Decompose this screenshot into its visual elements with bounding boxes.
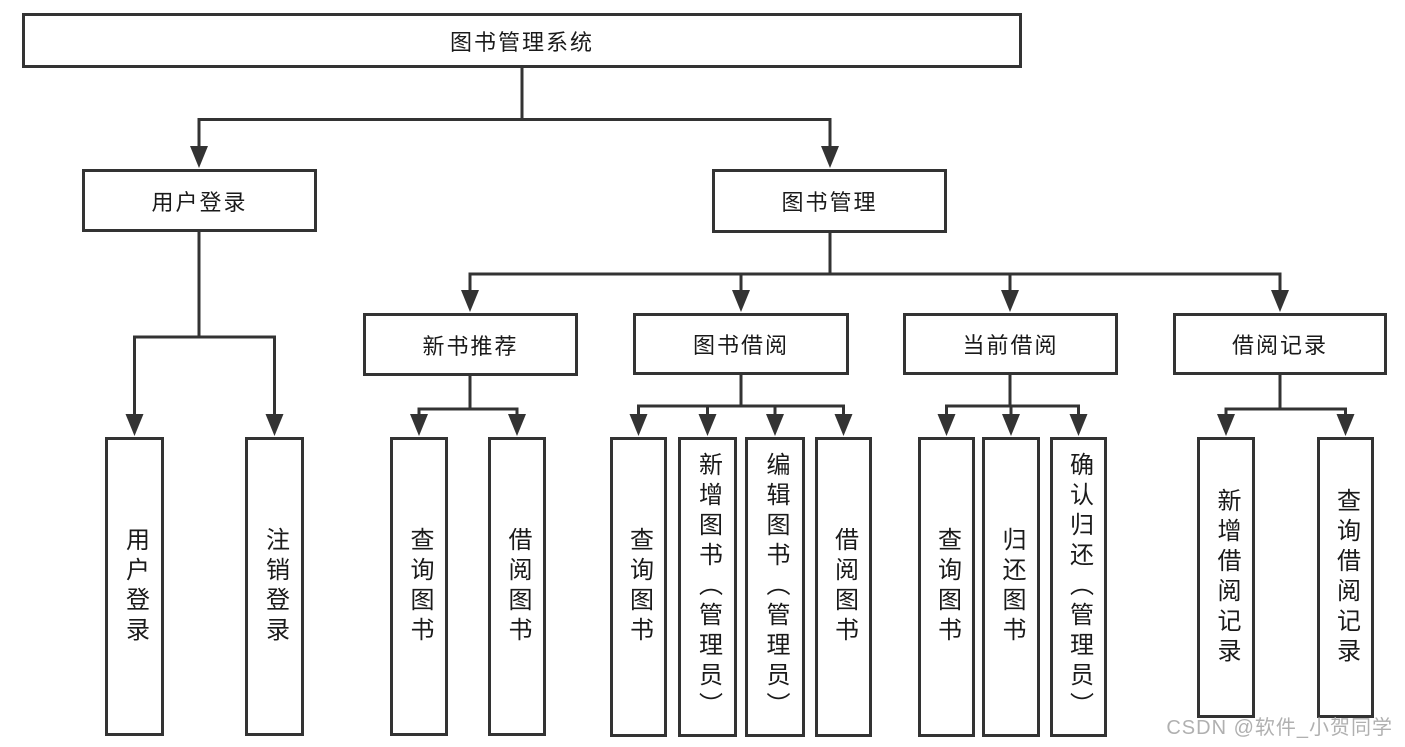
node-label: 借阅图书	[830, 527, 858, 647]
node-borrowing-records: 借阅记录	[1173, 313, 1387, 375]
node-label: 新增借阅记录	[1213, 487, 1240, 668]
node-leaf-borrow-books: 借阅图书	[815, 437, 872, 737]
node-leaf-query-books: 查询图书	[390, 437, 448, 736]
node-label: 新增图书（管理员）	[694, 452, 722, 722]
connector-root-split	[190, 68, 839, 168]
node-label: 注销登录	[261, 526, 289, 647]
node-leaf-return-books: 归还图书	[982, 437, 1040, 737]
node-leaf-add-borrow-record: 新增借阅记录	[1197, 437, 1255, 718]
node-label: 借阅记录	[1231, 333, 1328, 358]
node-current-borrowing: 当前借阅	[903, 313, 1118, 375]
connector-borrow-records-split	[1217, 375, 1355, 436]
node-label: 确认归还（管理员）	[1065, 452, 1093, 722]
connector-book-mgmt-split	[461, 233, 1289, 312]
node-label: 查询图书	[406, 526, 433, 647]
node-book-borrowing: 图书借阅	[633, 313, 849, 375]
csdn-watermark: CSDN @软件_小贺同学	[1166, 717, 1393, 739]
node-library-system: 图书管理系统	[22, 13, 1022, 68]
connector-current-borrow-split	[937, 375, 1088, 436]
node-new-book-recommend: 新书推荐	[363, 313, 578, 376]
node-book-management: 图书管理	[712, 169, 947, 233]
node-label: 图书管理	[781, 190, 878, 215]
node-label: 新书推荐	[422, 333, 519, 359]
node-label: 图书管理系统	[449, 29, 594, 55]
node-leaf-add-books-admin: 新增图书（管理员）	[678, 437, 737, 737]
connector-user-login-split	[125, 232, 284, 436]
node-leaf-logout: 注销登录	[245, 437, 304, 736]
node-leaf-query-borrow-record: 查询借阅记录	[1317, 437, 1374, 718]
node-leaf-confirm-return-admin: 确认归还（管理员）	[1050, 437, 1107, 737]
node-label: 查询借阅记录	[1332, 487, 1360, 668]
node-leaf-user-login: 用户登录	[105, 437, 164, 736]
node-label: 查询图书	[625, 527, 653, 647]
node-label: 当前借阅	[962, 333, 1059, 358]
node-label: 查询图书	[933, 527, 961, 647]
node-label: 用户登录	[121, 526, 149, 647]
node-label: 借阅图书	[504, 526, 531, 647]
node-user-login: 用户登录	[82, 169, 317, 232]
node-label: 图书借阅	[692, 333, 789, 358]
connector-new-book-rec-split	[410, 375, 526, 436]
node-label: 用户登录	[151, 189, 248, 215]
node-leaf-query-books: 查询图书	[610, 437, 667, 737]
node-leaf-query-books: 查询图书	[918, 437, 975, 737]
node-label: 归还图书	[998, 527, 1025, 647]
node-leaf-borrow-books: 借阅图书	[488, 437, 546, 736]
connector-book-borrow-split	[629, 375, 853, 436]
node-label: 编辑图书（管理员）	[762, 452, 789, 722]
node-leaf-edit-books-admin: 编辑图书（管理员）	[745, 437, 805, 737]
